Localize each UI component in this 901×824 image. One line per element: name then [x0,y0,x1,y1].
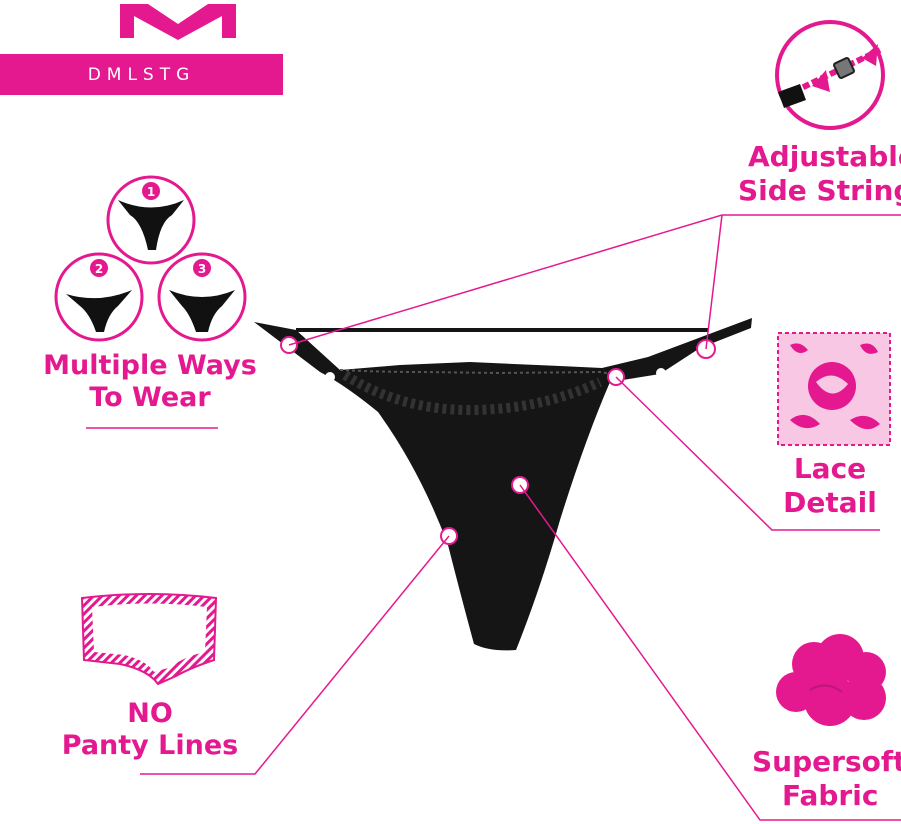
cloud-icon [776,634,886,726]
panty-outline-icon [80,593,218,686]
step-2-number: 2 [95,262,103,276]
feature-adjustable: Adjustable Side String [728,140,901,207]
feature-supersoft-line1: Supersoft [752,745,901,778]
feature-no-lines-line1: NO [127,698,173,729]
feature-lace-line2: Detail [783,485,877,519]
callout-lines [86,214,901,821]
brand-name: DMLSTG [0,54,283,95]
lace-swatch-icon [777,332,891,446]
three-ways-icon: 1 2 3 [54,175,247,342]
feature-multiple-ways-line1: Multiple Ways [43,350,257,381]
feature-multiple-ways-line2: To Wear [89,382,211,414]
slider-strap-icon [775,20,885,130]
step-3-number: 3 [198,262,206,276]
step-1-number: 1 [147,185,155,199]
m-logo-icon [120,4,236,40]
feature-multiple-ways: Multiple Ways To Wear [30,350,270,415]
feature-lace: Lace Detail [770,452,890,519]
feature-supersoft-line2: Fabric [782,778,879,812]
feature-adjustable-line1: Adjustable [748,140,901,173]
feature-adjustable-line2: Side String [738,173,901,207]
feature-supersoft: Supersoft Fabric [748,745,901,812]
feature-no-lines-line2: Panty Lines [61,730,239,762]
feature-lace-line1: Lace [793,452,867,485]
thong-product-image [254,318,752,651]
feature-no-lines: NO Panty Lines [40,698,260,763]
